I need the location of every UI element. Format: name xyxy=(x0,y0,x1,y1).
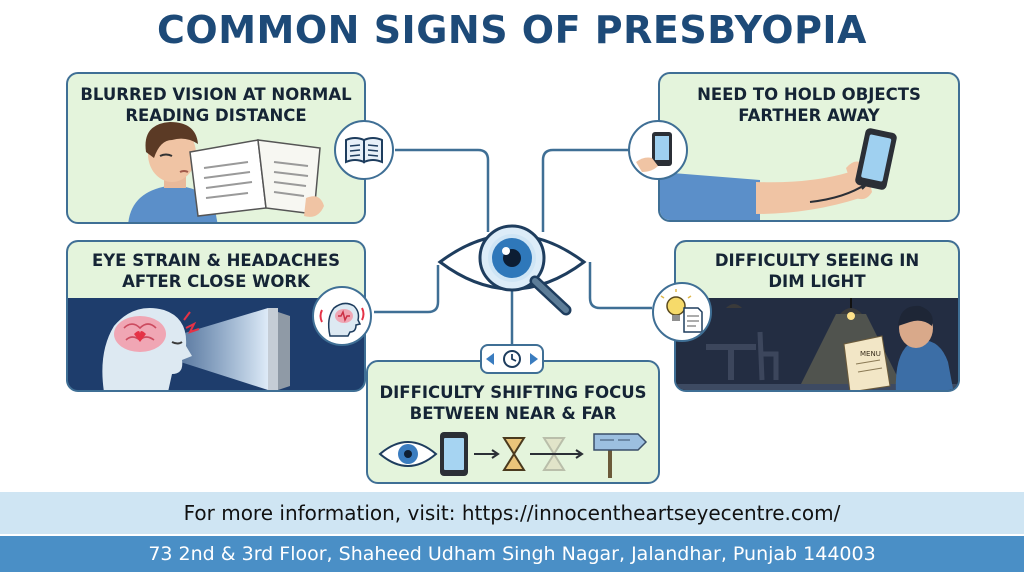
page-title: COMMON SIGNS OF PRESBYOPIA xyxy=(157,8,867,52)
sign-title-line: DIFFICULTY SEEING IN xyxy=(714,251,920,270)
sign-card-shifting-focus: DIFFICULTY SHIFTING FOCUS BETWEEN NEAR &… xyxy=(366,360,660,484)
footer-address: 73 2nd & 3rd Floor, Shaheed Udham Singh … xyxy=(0,536,1024,572)
focus-sequence-illustration xyxy=(378,432,648,478)
head-strain-icon xyxy=(312,286,372,346)
sign-title-line: EYE STRAIN & HEADACHES xyxy=(91,251,341,270)
sign-title-line: NEED TO HOLD OBJECTS xyxy=(697,85,921,104)
footer-website: For more information, visit: https://inn… xyxy=(0,492,1024,534)
sign-title-line: AFTER CLOSE WORK xyxy=(122,272,310,291)
reading-person-illustration xyxy=(128,122,324,222)
sign-title-line: BETWEEN NEAR & FAR xyxy=(409,404,617,423)
sign-title-line: DIFFICULTY SHIFTING FOCUS xyxy=(379,383,647,402)
sign-card-eye-strain: EYE STRAIN & HEADACHES AFTER CLOSE WORK xyxy=(66,240,366,392)
eye-magnifier-icon xyxy=(437,224,587,316)
sign-title-line: READING DISTANCE xyxy=(125,106,307,125)
sign-card-blurred-vision: BLURRED VISION AT NORMAL READING DISTANC… xyxy=(66,72,366,224)
sign-title-line: FARTHER AWAY xyxy=(738,106,880,125)
menu-label: MENU xyxy=(860,350,881,358)
lightbulb-document-icon xyxy=(652,282,712,342)
phone-in-hand-icon xyxy=(628,120,688,180)
sign-title-line: DIM LIGHT xyxy=(768,272,866,291)
sign-title-line: BLURRED VISION AT NORMAL xyxy=(80,85,352,104)
head-and-monitor-illustration xyxy=(102,308,290,390)
book-icon xyxy=(334,120,394,180)
focus-clock-arrows-icon xyxy=(480,344,544,374)
sign-card-hold-objects-farther: NEED TO HOLD OBJECTS FARTHER AWAY xyxy=(658,72,960,222)
sign-card-dim-light: DIFFICULTY SEEING IN DIM LIGHT MENU xyxy=(674,240,960,392)
dim-restaurant-illustration: MENU xyxy=(676,298,958,390)
outstretched-arm-illustration xyxy=(660,128,897,220)
